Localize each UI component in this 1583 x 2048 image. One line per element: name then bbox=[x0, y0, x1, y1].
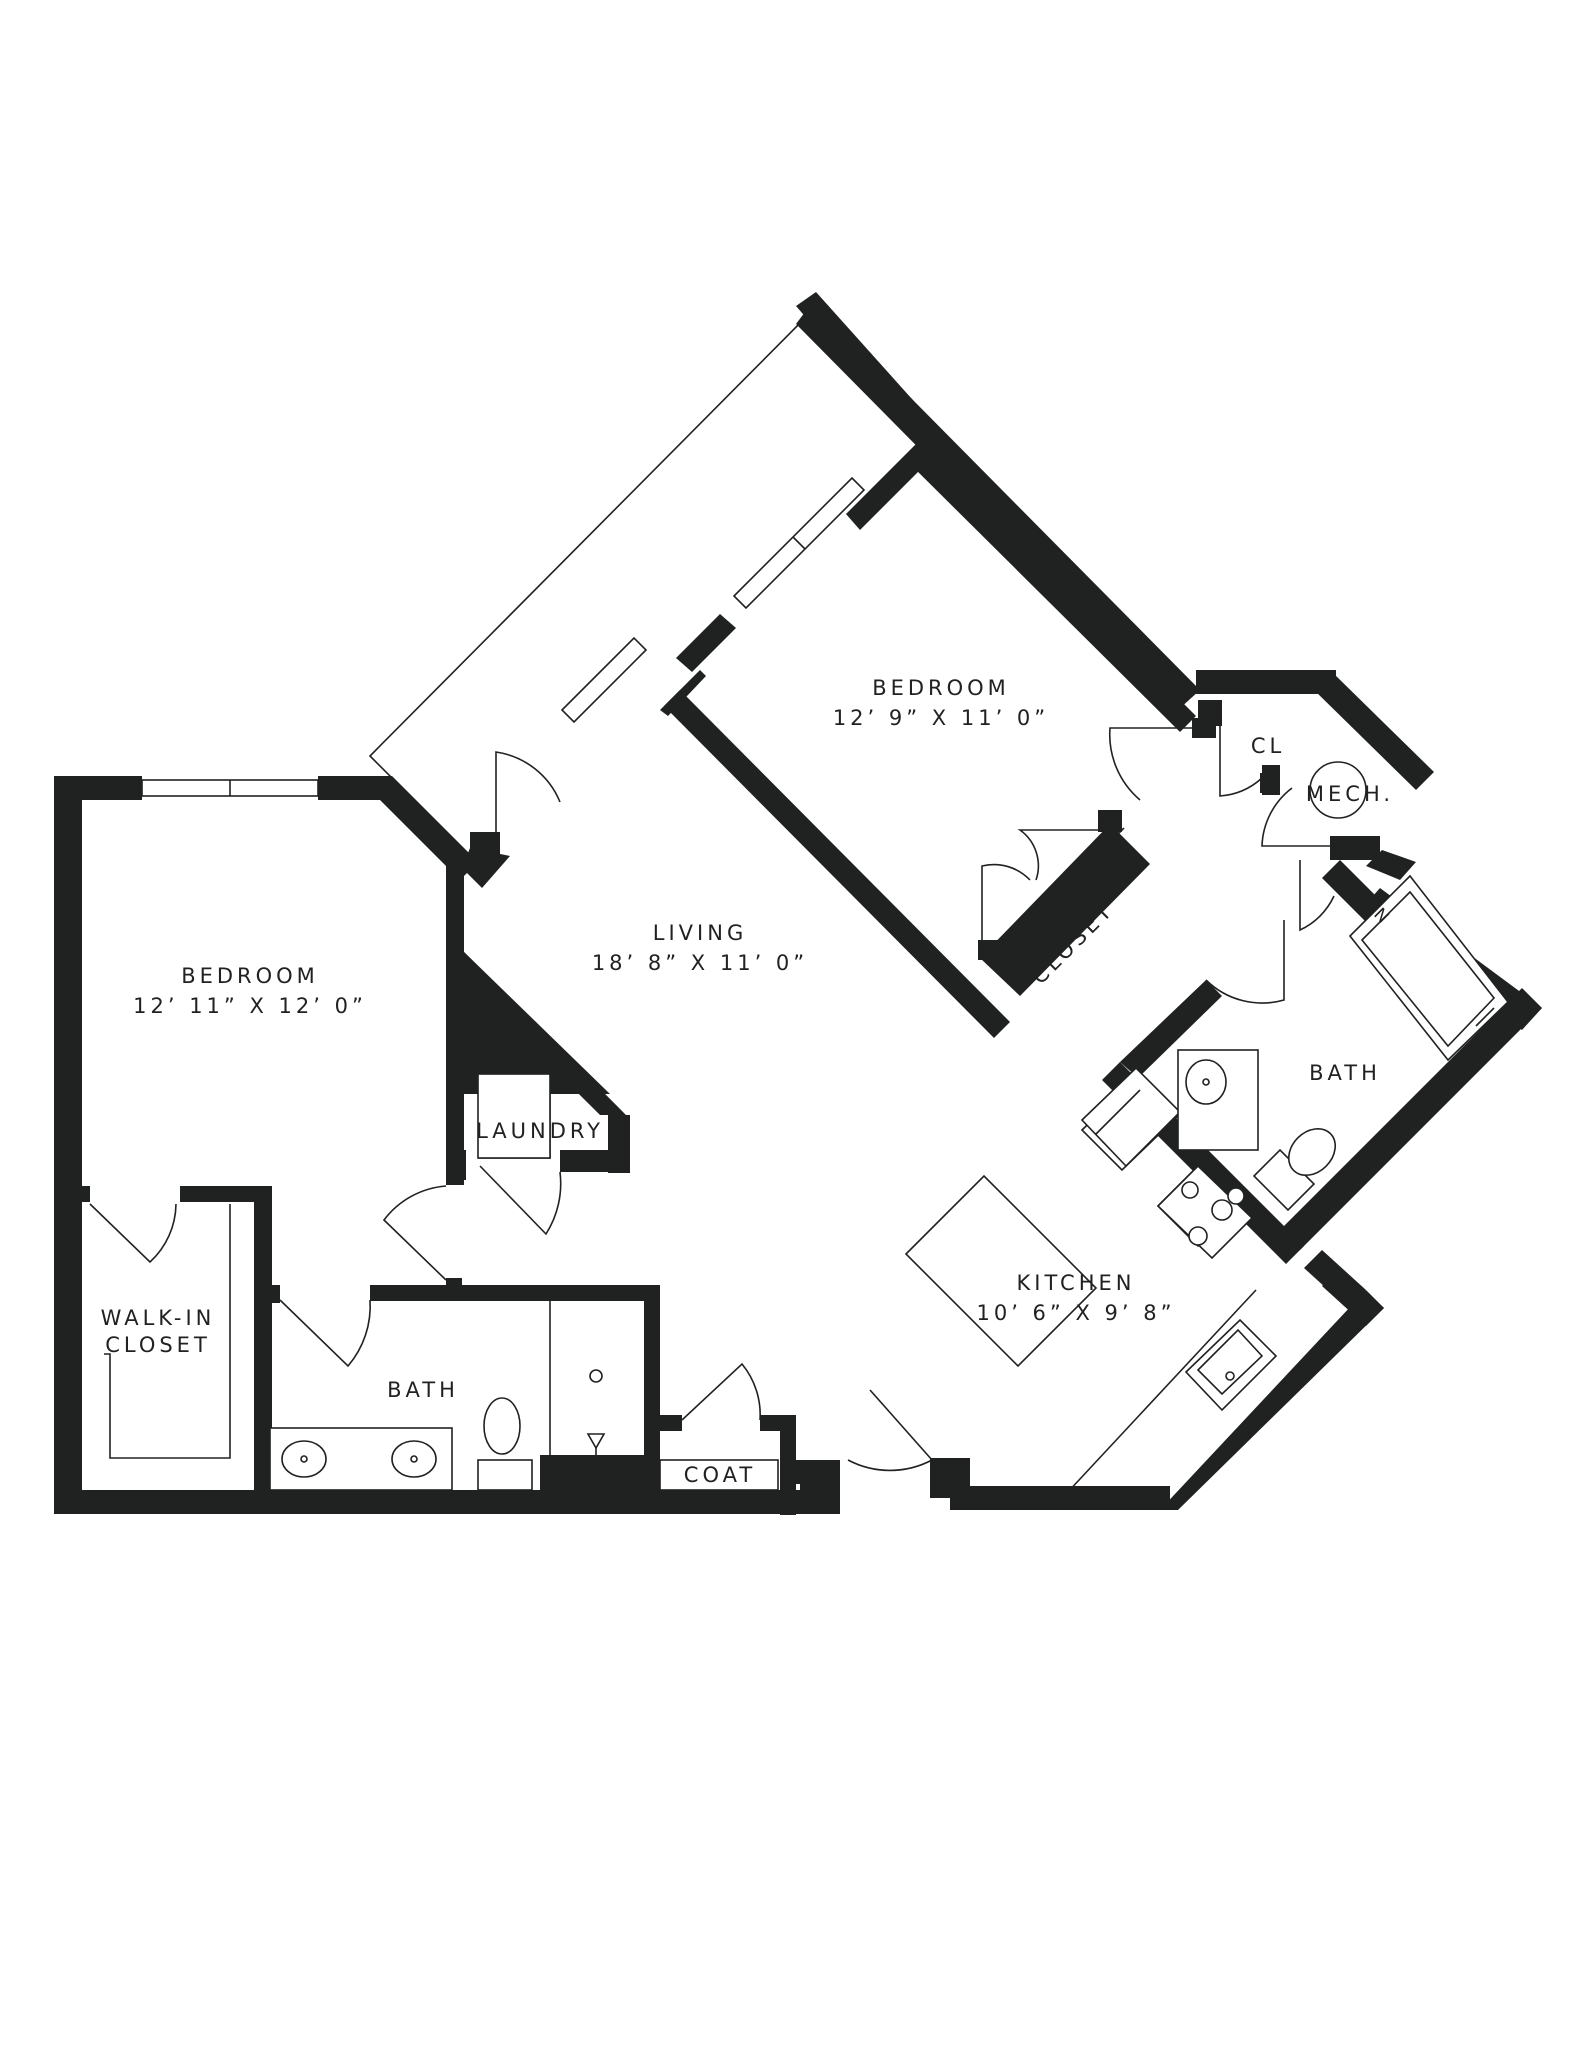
fixtures bbox=[281, 761, 1510, 1491]
bathtub-icon bbox=[1348, 874, 1510, 1062]
sink-icon bbox=[1177, 1049, 1259, 1151]
range-icon bbox=[1156, 1164, 1254, 1260]
kitchen-size: 10’ 6” X 9’ 8” bbox=[976, 1301, 1175, 1325]
sink-icon bbox=[281, 1440, 327, 1478]
toilet-icon bbox=[477, 1397, 533, 1491]
cl-label: CL bbox=[1251, 734, 1285, 758]
bath-2-label: BATH bbox=[1309, 1061, 1381, 1085]
walk-in-closet-label-line1: WALK-IN bbox=[101, 1306, 216, 1330]
walls bbox=[54, 292, 1542, 1515]
walk-in-closet-label-line2: CLOSET bbox=[105, 1333, 211, 1357]
bedroom-1-name: BEDROOM bbox=[181, 964, 319, 988]
faucet-icon bbox=[1225, 1371, 1235, 1381]
toilet-icon bbox=[1252, 1128, 1336, 1212]
mech-label: MECH. bbox=[1306, 782, 1394, 806]
coat-label: COAT bbox=[684, 1463, 756, 1487]
laundry-label: LAUNDRY bbox=[476, 1119, 604, 1143]
living-size: 18’ 8” X 11’ 0” bbox=[592, 951, 808, 975]
kitchen-name: KITCHEN bbox=[1017, 1271, 1136, 1295]
living-name: LIVING bbox=[653, 921, 747, 945]
water-heater-icon bbox=[1309, 761, 1367, 819]
refrigerator-icon bbox=[1080, 1066, 1182, 1168]
bath-1-label: BATH bbox=[387, 1378, 459, 1402]
doors bbox=[89, 726, 1338, 1472]
shower-icon bbox=[586, 1369, 606, 1455]
sink-icon bbox=[391, 1440, 437, 1478]
bedroom-2-size: 12’ 9” X 11’ 0” bbox=[833, 706, 1049, 730]
bedroom-1-size: 12’ 11” X 12’ 0” bbox=[133, 994, 367, 1018]
washer-dryer-icon bbox=[477, 1073, 551, 1159]
bedroom-2-name: BEDROOM bbox=[872, 676, 1010, 700]
windows bbox=[141, 476, 866, 797]
